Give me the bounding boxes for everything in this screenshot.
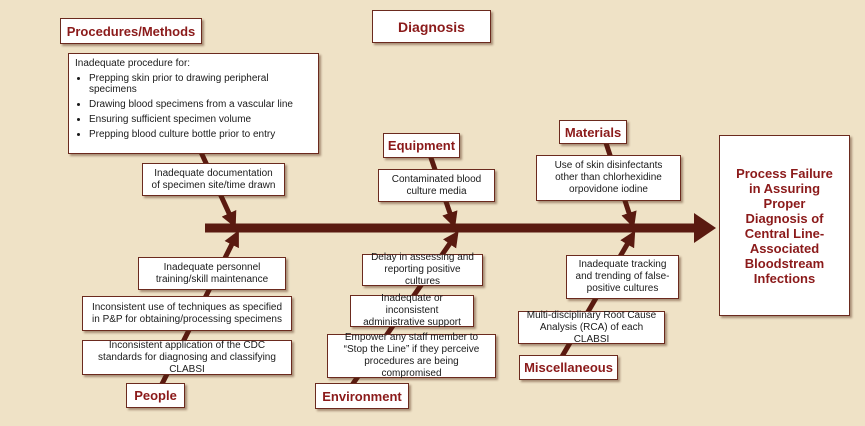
outcome-box: Process Failure in Assuring Proper Diagn… xyxy=(719,135,850,316)
cause-documentation: Inadequate documentation of specimen sit… xyxy=(142,163,285,196)
category-people: People xyxy=(126,383,185,408)
cause-equipment-media: Contaminated blood culture media xyxy=(378,169,495,202)
category-materials: Materials xyxy=(559,120,627,144)
category-equipment: Equipment xyxy=(383,133,460,158)
list-item: Drawing blood specimens from a vascular … xyxy=(89,99,312,110)
category-miscellaneous: Miscellaneous xyxy=(519,355,618,380)
cause-env-delay: Delay in assessing and reporting positiv… xyxy=(362,252,483,287)
cause-env-support: Inadequate or inconsistent administrativ… xyxy=(350,293,474,328)
procedures-intro: Inadequate procedure for: xyxy=(75,58,191,69)
cause-misc-tracking: Inadequate tracking and trending of fals… xyxy=(566,255,679,299)
list-item: Ensuring sufficient specimen volume xyxy=(89,114,312,125)
list-item: Prepping skin prior to drawing periphera… xyxy=(89,73,312,95)
cause-misc-rca: Multi-disciplinary Root Cause Analysis (… xyxy=(518,310,665,345)
list-item: Prepping blood culture bottle prior to e… xyxy=(89,129,312,140)
cause-procedures-box: Inadequate procedure for: Prepping skin … xyxy=(68,53,319,154)
cause-env-stop: Empower any staff member to “Stop the Li… xyxy=(327,332,496,379)
cause-people-cdc: Inconsistent application of the CDC stan… xyxy=(82,340,292,375)
spine-arrowhead xyxy=(694,213,716,243)
procedures-list: Prepping skin prior to drawing periphera… xyxy=(75,73,312,140)
category-environment: Environment xyxy=(315,383,409,409)
cause-people-techniques: Inconsistent use of techniques as specif… xyxy=(82,296,292,331)
category-procedures-methods: Procedures/Methods xyxy=(60,18,202,44)
cause-people-training: Inadequate personnel training/skill main… xyxy=(138,257,286,290)
cause-materials-disinfectants: Use of skin disinfectants other than chl… xyxy=(536,155,681,201)
diagram-title: Diagnosis xyxy=(372,10,491,43)
